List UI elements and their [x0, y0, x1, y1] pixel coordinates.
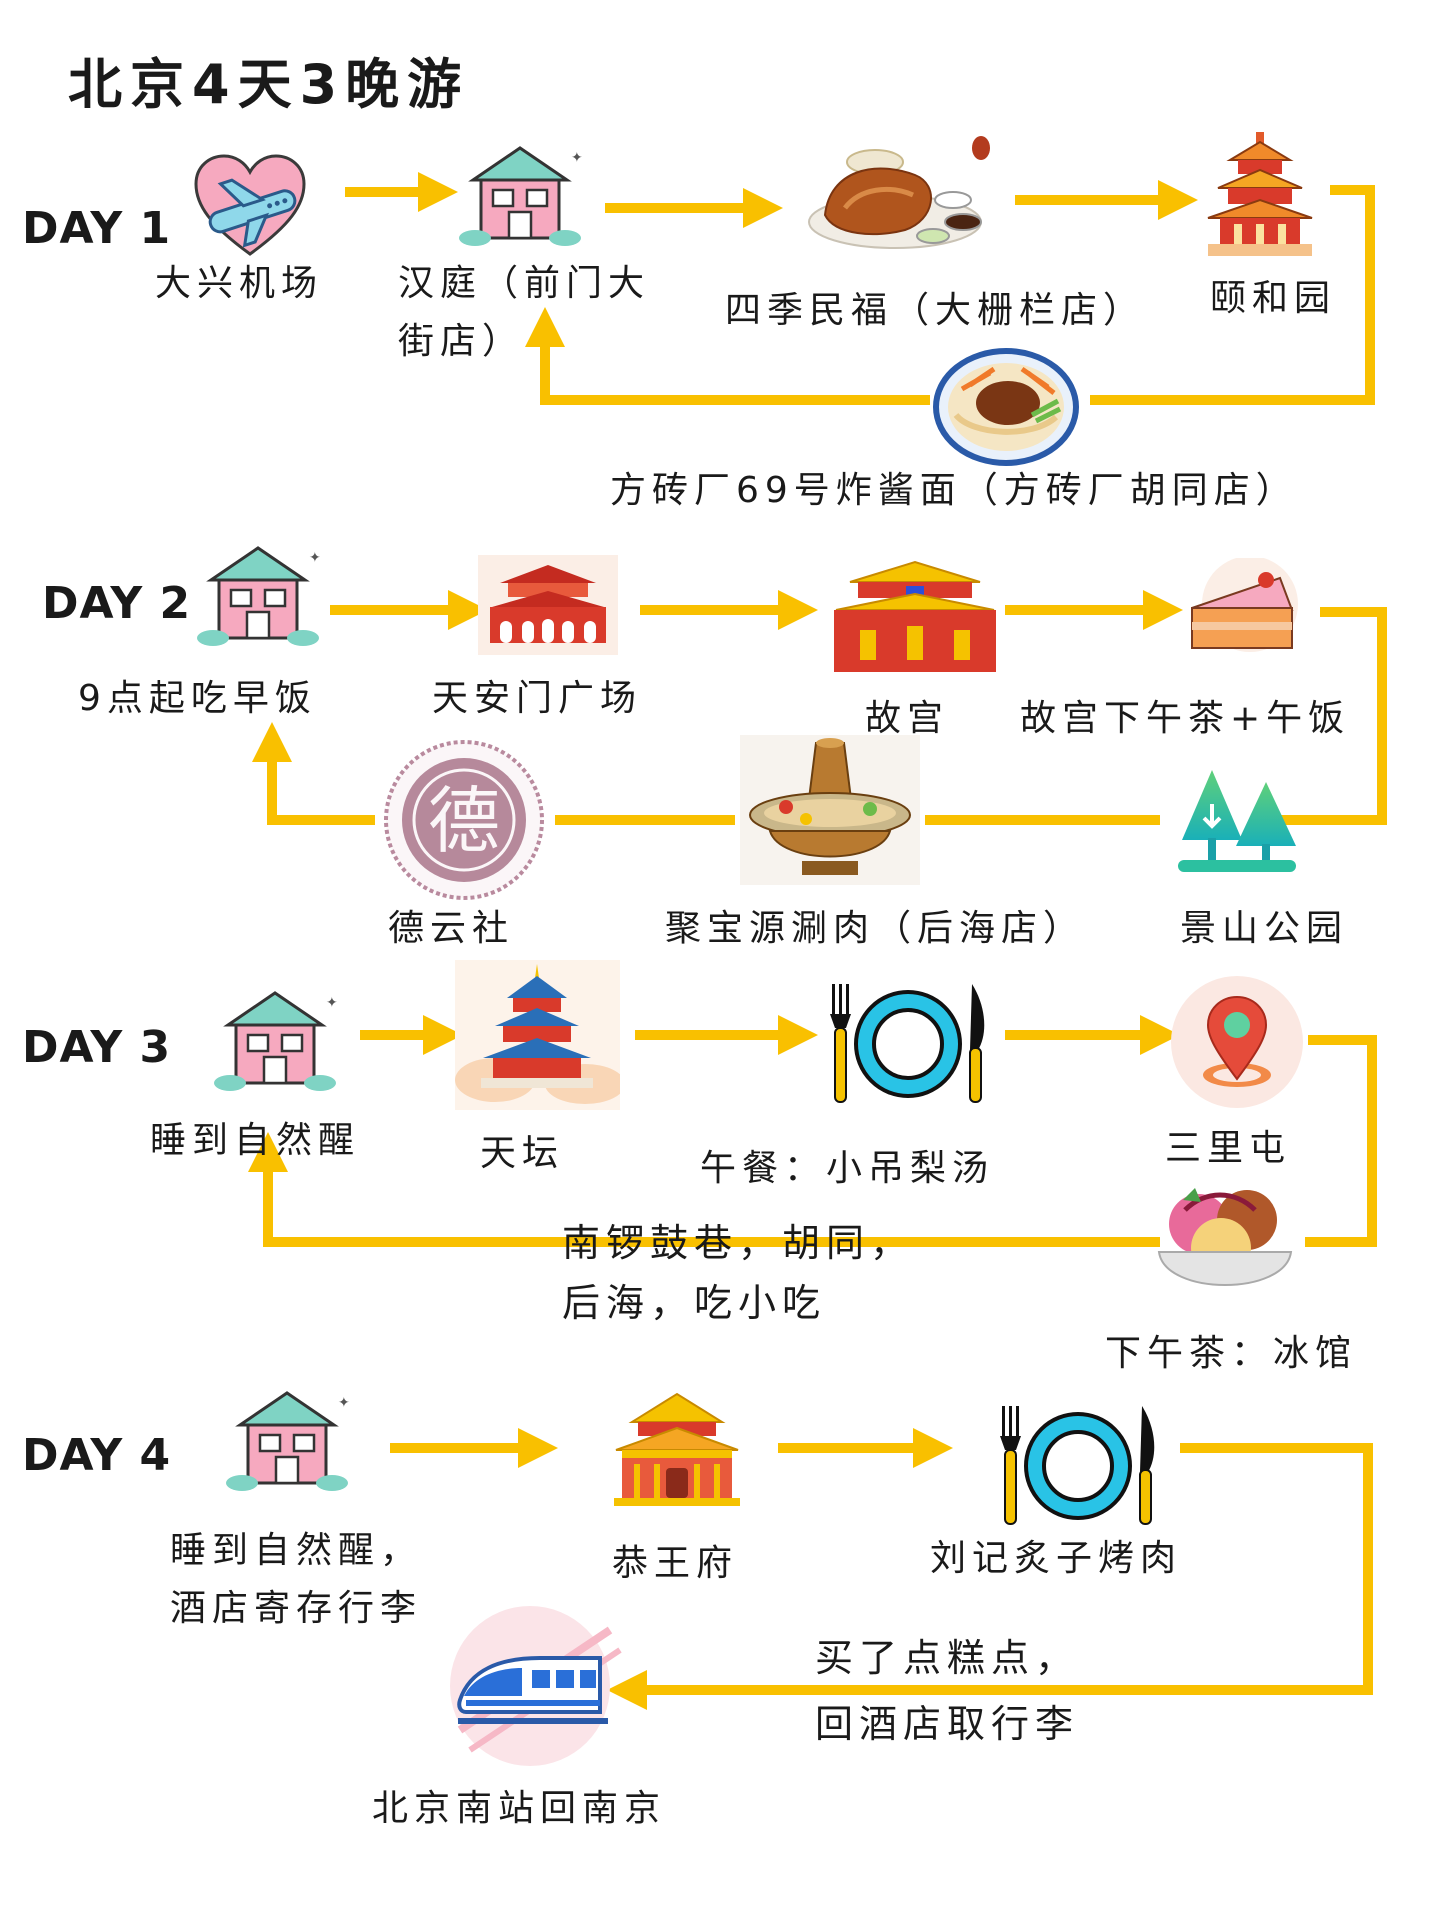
stop-liuji-bbq: 刘记炙子烤肉	[930, 1538, 1183, 1579]
hotpot-icon	[740, 735, 920, 885]
stop-deyunshe: 德云社	[388, 908, 515, 949]
seal-character: 德	[428, 779, 500, 863]
arrow-d3-loop-right	[1305, 1035, 1377, 1247]
stop-prince-gong-mansion: 恭王府	[612, 1543, 739, 1584]
svg-text:✦: ✦	[309, 550, 321, 566]
note-d4-line2: 回酒店取行李	[815, 1702, 1080, 1746]
arrow-d3-back	[248, 1132, 1160, 1247]
stop-palace-afternoon-tea: 故宫下午茶+午饭	[1020, 698, 1351, 739]
arrow-d1-loop-back	[525, 307, 930, 405]
stop-tiananmen-square: 天安门广场	[432, 678, 643, 719]
stop-d4-line1: 睡到自然醒，	[170, 1530, 423, 1571]
day-label-1: DAY 1	[22, 203, 172, 254]
palace-gate-icon	[830, 560, 1000, 675]
mansion-icon	[610, 1390, 745, 1508]
stop-fangzhuanchang-noodles: 方砖厂69号炸酱面（方砖厂胡同店）	[610, 470, 1298, 511]
stop-jubaoyuan-hotpot: 聚宝源涮肉（后海店）	[665, 908, 1086, 949]
ice-cream-icon	[1155, 1180, 1295, 1305]
stop-beijing-south-station: 北京南站回南京	[372, 1788, 667, 1829]
hotel-icon: ✦	[210, 985, 340, 1095]
stop-siji-minfu: 四季民福（大栅栏店）	[725, 290, 1146, 331]
arrow-d1-loop-right	[1090, 185, 1375, 405]
location-pin-icon	[1170, 975, 1305, 1110]
day-label-2: DAY 2	[42, 578, 192, 629]
svg-text:✦: ✦	[571, 150, 583, 166]
day-label-3: DAY 3	[22, 1022, 172, 1073]
trees-icon	[1172, 760, 1302, 878]
note-d3-line2: 后海，吃小吃	[562, 1281, 827, 1325]
stop-afternoon-tea-icehall: 下午茶：冰馆	[1105, 1333, 1358, 1374]
note-d4-line1: 买了点糕点，	[815, 1636, 1080, 1680]
hotel-icon: ✦	[193, 540, 323, 650]
stop-temple-of-heaven: 天坛	[480, 1133, 565, 1174]
arrow-d4-loop	[607, 1443, 1373, 1710]
hotel-icon: ✦	[222, 1385, 352, 1495]
temple-of-heaven-icon	[455, 960, 620, 1110]
stop-daxing-airport: 大兴机场	[155, 263, 324, 304]
stop-d4-line2: 酒店寄存行李	[170, 1588, 423, 1629]
airplane-heart-icon	[190, 150, 310, 260]
stop-forbidden-city: 故宫	[865, 698, 950, 739]
stop-lunch-pear-soup: 午餐：小吊梨汤	[700, 1148, 995, 1189]
stop-sanlitun: 三里屯	[1165, 1128, 1292, 1169]
plate-fork-knife-icon	[990, 1402, 1165, 1527]
svg-text:✦: ✦	[326, 995, 338, 1011]
pavilion-icon	[1200, 130, 1320, 260]
stop-breakfast: 9点起吃早饭	[78, 678, 317, 719]
hotel-icon: ✦	[455, 140, 585, 250]
stop-summer-palace: 颐和园	[1210, 278, 1337, 319]
roast-duck-icon	[805, 130, 995, 255]
svg-text:✦: ✦	[338, 1395, 350, 1411]
cake-icon	[1180, 558, 1310, 658]
stop-jingshan-park: 景山公园	[1180, 908, 1349, 949]
arrow-d2-back-3	[252, 722, 375, 825]
train-icon	[430, 1600, 640, 1770]
deyunshe-seal-icon: 德	[378, 740, 550, 900]
stop-hanting-line2: 街店）	[398, 321, 525, 362]
day-label-4: DAY 4	[22, 1430, 172, 1481]
plate-fork-knife-icon	[820, 980, 995, 1105]
tiananmen-icon	[478, 555, 618, 655]
note-d3-line1: 南锣鼓巷，胡同，	[562, 1221, 915, 1265]
page-title: 北京4天3晚游	[68, 53, 470, 116]
noodles-icon	[932, 345, 1080, 467]
stop-hanting-line1: 汉庭（前门大	[398, 263, 651, 304]
arrow-d2-loop-right	[1270, 607, 1387, 825]
stop-sleep-in-d3: 睡到自然醒	[150, 1120, 361, 1161]
